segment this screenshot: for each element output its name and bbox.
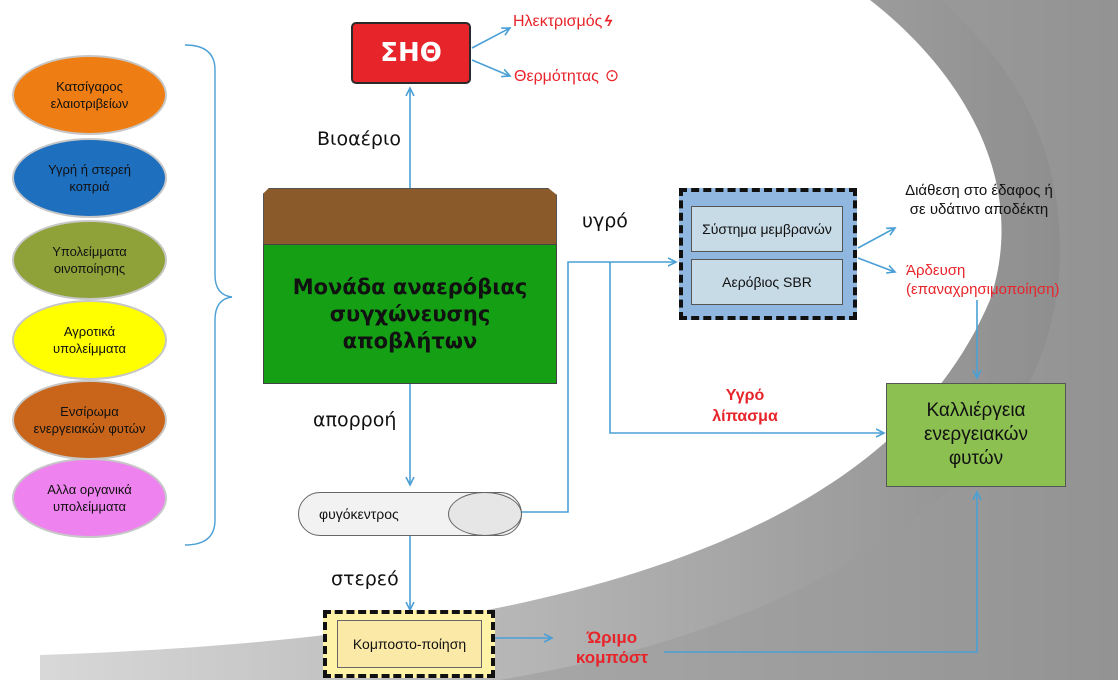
- chp-box: ΣΗΘ: [351, 22, 471, 84]
- liquid-fertilizer-arrow: [609, 262, 884, 433]
- energy-crop-box: Καλλιέργεια ενεργειακών φυτών: [886, 383, 1066, 487]
- aerobic-sbr-box: Αερόβιος SBR: [691, 259, 843, 305]
- compost-to-crop-line: [664, 492, 977, 653]
- composting-box: Κομποστο-ποίηση: [337, 620, 482, 668]
- irrigation-label: Άρδευση (επαναχρησιμοποίηση): [906, 262, 1060, 298]
- liquid-fertilizer-label: Υγρό λίπασμα: [712, 387, 778, 425]
- mature-compost-label: Ώριμο κομπόστ: [575, 628, 649, 667]
- centrifuge-end: [448, 492, 522, 536]
- input-energy-crop-silage: Ενσίρωμα ενεργειακών φυτών: [12, 380, 167, 460]
- runoff-label: απορροή: [313, 409, 397, 431]
- input-winery-residues: Υπολείμματα οινοποίησης: [12, 220, 167, 300]
- digester-top: [263, 188, 557, 246]
- membrane-system-box: Σύστημα μεμβρανών: [691, 206, 843, 252]
- input-agricultural-residues: Αγροτικά υπολείμματα: [12, 300, 167, 380]
- input-manure: Υγρή ή στερεή κοπριά: [12, 138, 167, 218]
- liquid-return-line: [522, 262, 676, 513]
- irrigation-arrow: [857, 257, 895, 272]
- biogas-label: Βιοαέριο: [317, 128, 401, 150]
- liquid-label: υγρό: [582, 210, 628, 232]
- input-other-organic: Αλλα οργανικά υπολείμματα: [12, 458, 167, 538]
- disposal-arrow: [857, 228, 895, 249]
- electricity-arrow: [471, 28, 510, 49]
- lightning-icon: ϟ: [604, 13, 613, 30]
- digester-box: Μονάδα αναερόβιας συγχώνευσης αποβλήτων: [263, 244, 557, 384]
- input-brace: [184, 44, 233, 546]
- heat-arrow: [471, 59, 510, 76]
- sun-icon: ⊙: [604, 66, 620, 85]
- input-olive-mill-wastewater: Κατσίγαρος ελαιοτριβείων: [12, 55, 167, 135]
- heat-label: Θερμότητας⊙: [514, 66, 620, 85]
- solid-label: στερεό: [331, 568, 399, 590]
- disposal-label: Διάθεση στο έδαφος ή σε υδάτινο αποδέκτη: [905, 182, 1053, 218]
